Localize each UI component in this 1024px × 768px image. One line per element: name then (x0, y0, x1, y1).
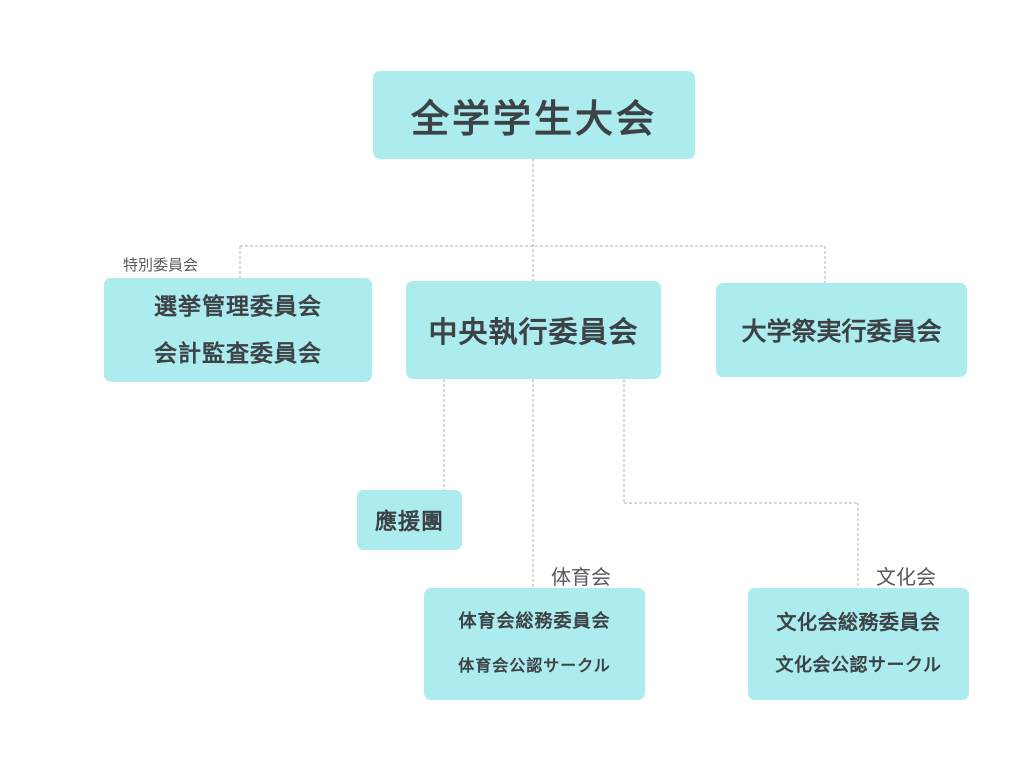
node-special-committees: 選挙管理委員会 会計監査委員会 (104, 278, 372, 382)
node-election-committee-label: 選挙管理委員会 (154, 293, 322, 320)
node-central-executive-label: 中央執行委員会 (428, 315, 639, 349)
node-festival-committee-label: 大学祭実行委員会 (741, 317, 942, 346)
node-general-assembly: 全学学生大会 (373, 71, 695, 159)
node-central-executive: 中央執行委員会 (406, 281, 661, 379)
caption-sports: 体育会 (551, 565, 611, 589)
node-cheer-squad-label: 應援團 (374, 509, 444, 535)
node-general-assembly-label: 全学学生大会 (410, 95, 657, 141)
node-sports-committee-label: 体育会総務委員会 (458, 611, 611, 632)
node-culture-group: 文化会総務委員会 文化会公認サークル (748, 588, 969, 700)
caption-culture: 文化会 (876, 565, 936, 589)
node-culture-circles-label: 文化会公認サークル (775, 655, 942, 676)
caption-special-committees: 特別委員会 (123, 256, 199, 274)
node-sports-circles-label: 体育会公認サークル (458, 656, 611, 675)
node-sports-group: 体育会総務委員会 体育会公認サークル (424, 588, 645, 700)
node-audit-committee-label: 会計監査委員会 (154, 340, 322, 367)
node-festival-committee: 大学祭実行委員会 (716, 283, 967, 377)
node-cheer-squad: 應援團 (357, 490, 462, 550)
node-culture-committee-label: 文化会総務委員会 (776, 610, 941, 634)
